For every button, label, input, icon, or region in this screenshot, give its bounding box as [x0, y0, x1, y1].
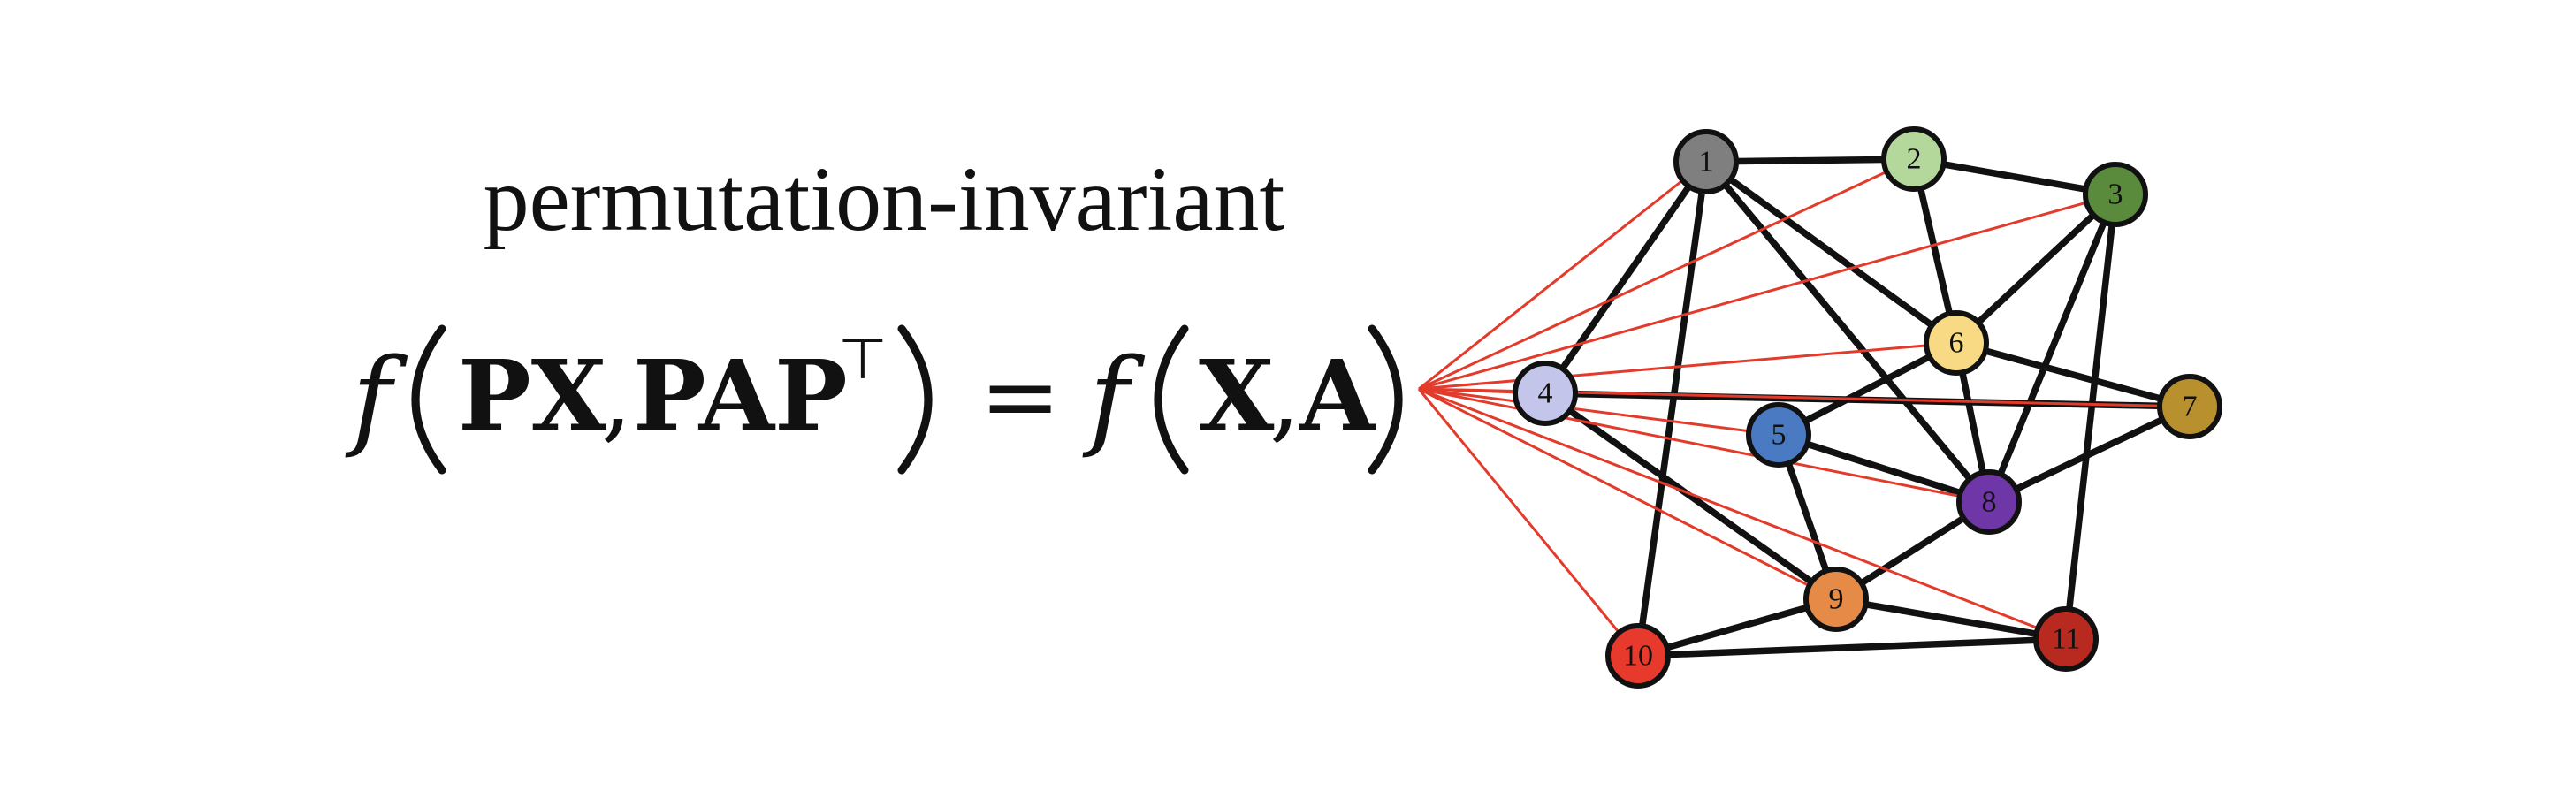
graph-edge-2-3	[1910, 156, 2119, 198]
graph-edge-7-8	[1985, 403, 2193, 506]
lhs-argument-1: PX	[458, 339, 607, 453]
node-circle-7	[2157, 374, 2222, 439]
node-circle-8	[1956, 469, 2022, 535]
graph-edge-10-11	[1635, 635, 2069, 659]
lhs-function: f	[345, 335, 408, 460]
graph-edge-1-6	[1703, 158, 1960, 346]
input-link-node-2	[1418, 157, 1915, 391]
graph-node-2: 2	[1881, 126, 1947, 192]
node-circle-10	[1605, 623, 1671, 689]
input-link-node-3	[1418, 193, 2116, 391]
graph-edge-4-9	[1542, 390, 1840, 603]
node-circle-9	[1803, 567, 1869, 632]
node-circle-6	[1924, 310, 1989, 376]
graph-edge-3-8	[1985, 191, 2119, 506]
lhs-open-paren	[411, 324, 446, 475]
rhs-argument-2: A	[1299, 339, 1376, 453]
graph-nodes: 1 2 3 4 5 6 7 8 9 10 11	[1513, 126, 2222, 689]
function-input-links	[1417, 157, 2191, 657]
graph-node-10: 10	[1605, 623, 1671, 689]
rhs-separator: ,	[1269, 339, 1300, 453]
node-circle-11	[2033, 606, 2099, 672]
input-link-node-10	[1417, 388, 1640, 657]
diagram-title: permutation-invariant	[484, 148, 1285, 250]
lhs-separator: ,	[601, 339, 632, 453]
node-label-2: 2	[1907, 143, 1922, 176]
graph-edge-9-10	[1635, 596, 1840, 659]
graph-node-3: 3	[2083, 162, 2148, 227]
node-label-1: 1	[1699, 146, 1714, 179]
input-link-node-9	[1418, 387, 1837, 601]
graph-edge-1-8	[1703, 158, 1993, 506]
node-circle-2	[1881, 126, 1947, 192]
graph-edges	[1542, 156, 2193, 659]
node-label-5: 5	[1772, 419, 1787, 452]
graph-edge-1-4	[1542, 158, 1710, 397]
graph-node-9: 9	[1803, 567, 1869, 632]
lhs-transpose-superscript: ⊤	[838, 327, 888, 392]
node-label-6: 6	[1949, 327, 1964, 360]
graph-edge-3-6	[1953, 191, 2119, 346]
node-circle-4	[1513, 361, 1578, 426]
graph-edge-1-10	[1635, 158, 1710, 659]
equals-sign: =	[979, 339, 1061, 453]
graph-edge-3-11	[2062, 191, 2119, 643]
node-label-8: 8	[1982, 486, 1997, 519]
node-label-11: 11	[2052, 623, 2081, 656]
node-label-10: 10	[1623, 640, 1653, 673]
graph-node-11: 11	[2033, 606, 2099, 672]
equation: f PX , PAP ⊤ = f X , A	[345, 324, 1403, 475]
node-label-9: 9	[1829, 583, 1844, 616]
rhs-open-paren	[1154, 324, 1189, 475]
node-circle-3	[2083, 162, 2148, 227]
rhs-close-paren	[1368, 324, 1403, 475]
rhs-function: f	[1082, 335, 1146, 460]
node-label-4: 4	[1538, 377, 1553, 410]
input-link-node-8	[1418, 387, 1990, 504]
graph-node-1: 1	[1673, 129, 1739, 194]
graph-edge-5-6	[1775, 339, 1960, 438]
graph-edge-1-2	[1703, 156, 1917, 165]
graph-node-8: 8	[1956, 469, 2022, 535]
graph-node-6: 6	[1924, 310, 1989, 376]
graph-edge-5-8	[1775, 431, 1993, 506]
input-link-node-6	[1418, 341, 1957, 391]
lhs-argument-2: PAP	[633, 339, 848, 453]
graph-edge-9-11	[1833, 596, 2069, 643]
graph-edge-6-7	[1953, 339, 2193, 410]
input-link-node-5	[1418, 387, 1780, 437]
input-link-node-11	[1418, 387, 2067, 641]
input-link-node-1	[1418, 160, 1707, 391]
node-circle-5	[1746, 402, 1811, 468]
node-label-3: 3	[2108, 179, 2123, 211]
graph-node-4: 4	[1513, 361, 1578, 426]
graph-node-7: 7	[2157, 374, 2222, 439]
graph-node-5: 5	[1746, 402, 1811, 468]
node-label-7: 7	[2183, 391, 2198, 423]
node-circle-1	[1673, 129, 1739, 194]
lhs-close-paren	[897, 324, 933, 475]
rhs-argument-1: X	[1199, 339, 1275, 453]
